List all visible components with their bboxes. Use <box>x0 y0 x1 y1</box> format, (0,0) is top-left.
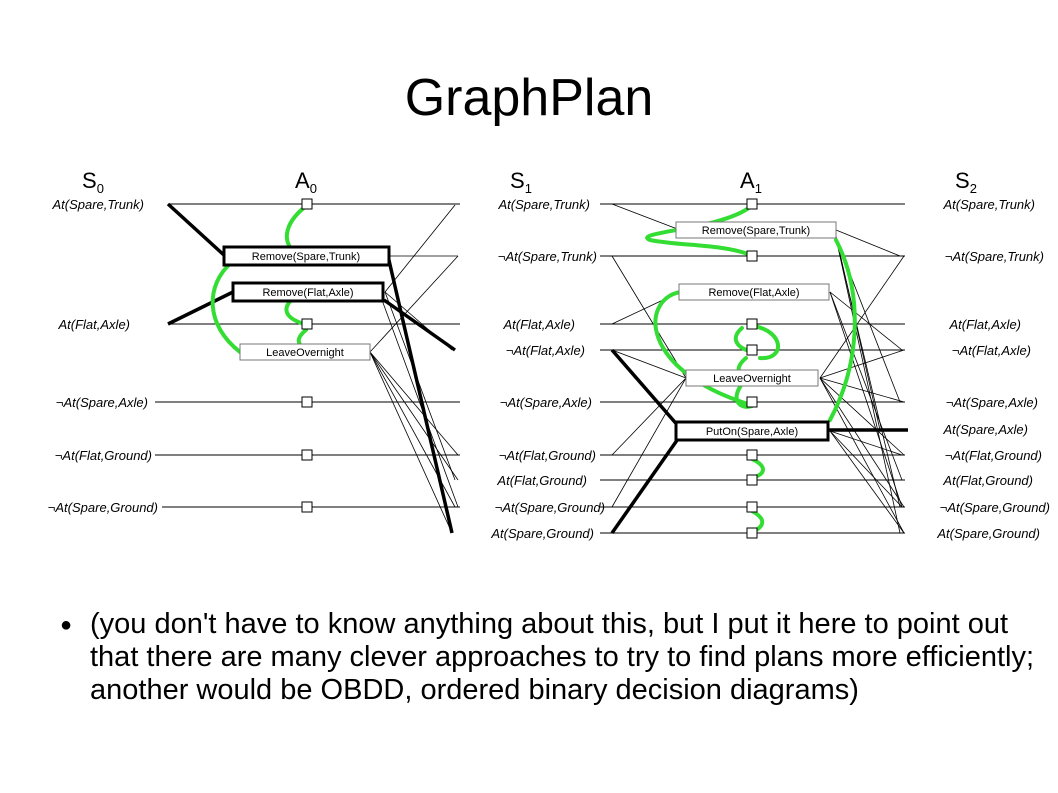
s0-prop-not-at-spare-axle: ¬At(Spare,Axle) <box>56 395 148 410</box>
s2-prop-at-spare-axle: At(Spare,Axle) <box>942 422 1028 437</box>
s2-prop-at-flat-axle: At(Flat,Axle) <box>948 317 1021 332</box>
action-edges <box>369 203 905 534</box>
s1-prop-not-at-spare-ground: ¬At(Spare,Ground) <box>495 500 605 515</box>
a1-action-remove-spare-trunk: Remove(Spare,Trunk) <box>675 221 837 239</box>
s2-prop-not-at-spare-axle: ¬At(Spare,Axle) <box>946 395 1038 410</box>
action-label: PutOn(Spare,Axle) <box>706 426 798 438</box>
s0-prop-not-at-spare-ground: ¬At(Spare,Ground) <box>48 500 158 515</box>
action-label: Remove(Flat,Axle) <box>262 287 353 299</box>
action-label: Remove(Spare,Trunk) <box>702 225 810 237</box>
plan-edges <box>166 202 908 535</box>
s1-prop-at-spare-ground: At(Spare,Ground) <box>490 526 594 541</box>
level-header-a0: A0 <box>295 168 317 196</box>
slide-title: GraphPlan <box>404 69 654 127</box>
s0-prop-at-spare-trunk: At(Spare,Trunk) <box>51 197 144 212</box>
bullet-item: ● (you don't have to know anything about… <box>60 608 1055 707</box>
a0-action-leave-overnight: LeaveOvernight <box>239 343 371 361</box>
s2-prop-at-spare-trunk: At(Spare,Trunk) <box>942 197 1035 212</box>
s2-prop-not-at-flat-ground: ¬At(Flat,Ground) <box>945 448 1042 463</box>
s1-prop-not-at-spare-axle: ¬At(Spare,Axle) <box>500 395 592 410</box>
s2-prop-not-at-spare-trunk: ¬At(Spare,Trunk) <box>945 249 1044 264</box>
s2-prop-at-spare-ground: At(Spare,Ground) <box>936 526 1040 541</box>
graphplan-diagram: S0 A0 S1 A1 S2 <box>48 168 1050 541</box>
noop-boxes <box>301 198 758 539</box>
level-header-s2: S2 <box>955 168 977 196</box>
a1-action-puton-spare-axle: PutOn(Spare,Axle) <box>674 420 830 442</box>
level-header-a1: A1 <box>740 168 762 196</box>
a0-action-remove-spare-trunk: Remove(Spare,Trunk) <box>222 245 391 267</box>
bullet-text: (you don't have to know anything about t… <box>90 608 1035 706</box>
bullet-dot-icon: ● <box>60 614 73 636</box>
s2-prop-not-at-spare-ground: ¬At(Spare,Ground) <box>940 500 1050 515</box>
s1-prop-at-spare-trunk: At(Spare,Trunk) <box>497 197 590 212</box>
s1-prop-not-at-flat-axle: ¬At(Flat,Axle) <box>506 343 585 358</box>
s1-prop-at-flat-ground: At(Flat,Ground) <box>496 473 587 488</box>
s1-prop-at-flat-axle: At(Flat,Axle) <box>502 317 575 332</box>
level-header-s0: S0 <box>82 168 104 196</box>
a0-action-remove-flat-axle: Remove(Flat,Axle) <box>231 281 385 303</box>
action-label: LeaveOvernight <box>266 347 344 359</box>
s1-prop-not-at-flat-ground: ¬At(Flat,Ground) <box>499 448 596 463</box>
action-label: Remove(Spare,Trunk) <box>252 251 360 263</box>
level-header-s1: S1 <box>510 168 532 196</box>
s0-prop-not-at-flat-ground: ¬At(Flat,Ground) <box>55 448 152 463</box>
action-label: LeaveOvernight <box>713 373 791 385</box>
s2-prop-at-flat-ground: At(Flat,Ground) <box>942 473 1033 488</box>
a1-action-remove-flat-axle: Remove(Flat,Axle) <box>678 283 830 301</box>
s1-prop-not-at-spare-trunk: ¬At(Spare,Trunk) <box>498 249 597 264</box>
s2-prop-not-at-flat-axle: ¬At(Flat,Axle) <box>952 343 1031 358</box>
action-label: Remove(Flat,Axle) <box>708 287 799 299</box>
s0-prop-at-flat-axle: At(Flat,Axle) <box>57 317 130 332</box>
a1-action-leave-overnight: LeaveOvernight <box>685 369 819 387</box>
